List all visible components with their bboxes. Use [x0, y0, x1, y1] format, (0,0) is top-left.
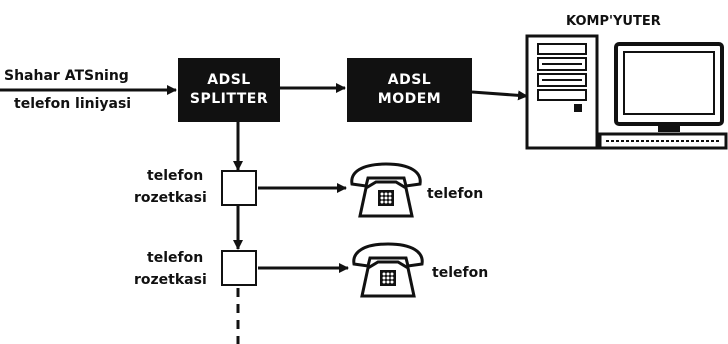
modem-label-line1: ADSL [387, 72, 432, 88]
line-label-top: Shahar ATSning [4, 68, 129, 84]
telephone-icon [352, 242, 424, 298]
splitter-label-line1: ADSL [207, 72, 251, 88]
adsl-modem-box: ADSL MODEM [347, 58, 472, 122]
outlet-2-label-top: telefon [147, 250, 204, 266]
outlet-2-label-bottom: rozetkasi [134, 272, 207, 288]
computer-title: KOMP'YUTER [566, 14, 661, 29]
outlet-1-label-bottom: rozetkasi [134, 190, 207, 206]
phone-1-label: telefon [427, 186, 484, 202]
outlet-1-label-top: telefon [147, 168, 204, 184]
arrow-modem-to-computer [471, 90, 528, 101]
splitter-label-line2: SPLITTER [189, 91, 269, 107]
line-label-bottom: telefon liniyasi [14, 96, 132, 112]
telephone-outlet-2 [221, 250, 257, 286]
telephone-outlet-1 [221, 170, 257, 206]
computer-icon [525, 34, 728, 150]
telephone-icon [350, 162, 422, 218]
phone-2-label: telefon [432, 265, 489, 281]
modem-label-line2: MODEM [377, 91, 442, 107]
adsl-splitter-box: ADSL SPLITTER [178, 58, 280, 122]
